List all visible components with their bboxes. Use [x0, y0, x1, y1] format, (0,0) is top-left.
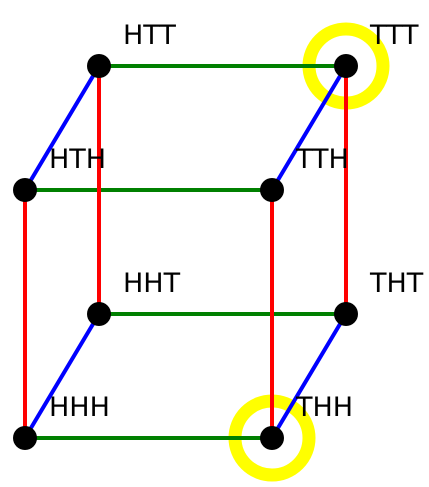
node-tth — [260, 178, 284, 202]
node-ttt — [334, 54, 358, 78]
node-label-tht: THT — [369, 268, 424, 299]
edge-layer — [23, 64, 348, 440]
node-label-htt: HTT — [123, 20, 176, 51]
node-label-ttt: TTT — [369, 20, 419, 51]
edge-hth-htt — [23, 64, 101, 192]
node-label-hht: HHT — [123, 268, 181, 299]
edge-tth-ttt — [270, 64, 348, 192]
node-hht — [87, 302, 111, 326]
node-thh — [260, 426, 284, 450]
edge-thh-tht — [270, 312, 348, 440]
edge-hhh-hht — [23, 312, 101, 440]
node-layer — [13, 54, 358, 450]
node-label-thh: THH — [295, 392, 353, 423]
node-hth — [13, 178, 37, 202]
node-label-hhh: HHH — [49, 392, 110, 423]
node-label-tth: TTH — [295, 144, 349, 175]
node-label-hth: HTH — [49, 144, 106, 175]
node-tht — [334, 302, 358, 326]
node-hhh — [13, 426, 37, 450]
node-htt — [87, 54, 111, 78]
label-layer: HHH THH HHT THT HTH TTH HTT TTT — [49, 20, 424, 423]
